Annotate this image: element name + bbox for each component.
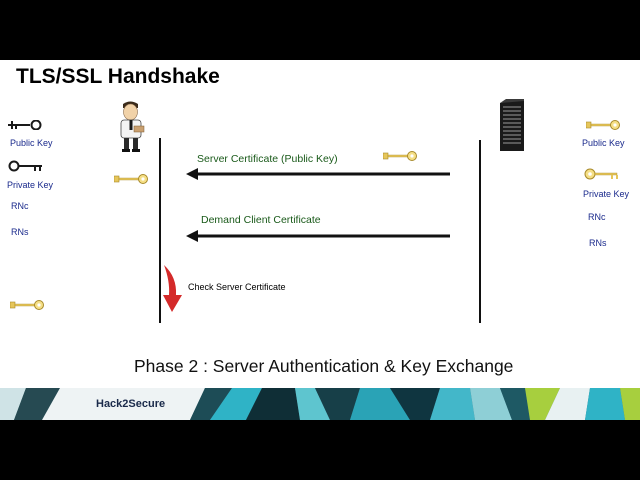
client-rnc-label: RNc: [11, 201, 29, 211]
server-rnc-label: RNc: [588, 212, 606, 222]
demand-client-certificate-arrow: [186, 230, 450, 242]
server-private-key-label: Private Key: [583, 189, 630, 199]
person-icon: [120, 101, 145, 152]
red-curved-arrow-icon: [163, 265, 182, 312]
slide: TLS/SSL Handshake Public Key Private Key…: [0, 60, 640, 420]
gold-key-icon: [10, 300, 44, 310]
server-public-key-label: Public Key: [582, 138, 625, 148]
client-public-key-label: Public Key: [10, 138, 53, 148]
server-rns-label: RNs: [589, 238, 607, 248]
client-lifeline: [159, 138, 161, 323]
gold-key-icon: [383, 151, 417, 161]
black-key-icon: [8, 120, 42, 130]
footer-band: [0, 388, 640, 420]
client-private-key-label: Private Key: [7, 180, 54, 190]
brand-logo: Hack2Secure: [96, 398, 166, 410]
gold-key-icon: [584, 168, 618, 180]
black-key-icon: [8, 160, 42, 172]
client-rns-label: RNs: [11, 227, 29, 237]
demand-client-certificate-message: Demand Client Certificate: [201, 214, 321, 226]
server-certificate-message: Server Certificate (Public Key): [197, 153, 338, 165]
check-server-certificate-label: Check Server Certificate: [188, 282, 286, 292]
gold-key-icon: [586, 120, 620, 130]
gold-key-icon: [114, 174, 148, 184]
server-certificate-arrow: [186, 168, 450, 180]
phase-caption: Phase 2 : Server Authentication & Key Ex…: [134, 356, 514, 376]
server-lifeline: [479, 140, 481, 323]
slide-title: TLS/SSL Handshake: [16, 65, 220, 88]
server-icon: [500, 99, 524, 151]
